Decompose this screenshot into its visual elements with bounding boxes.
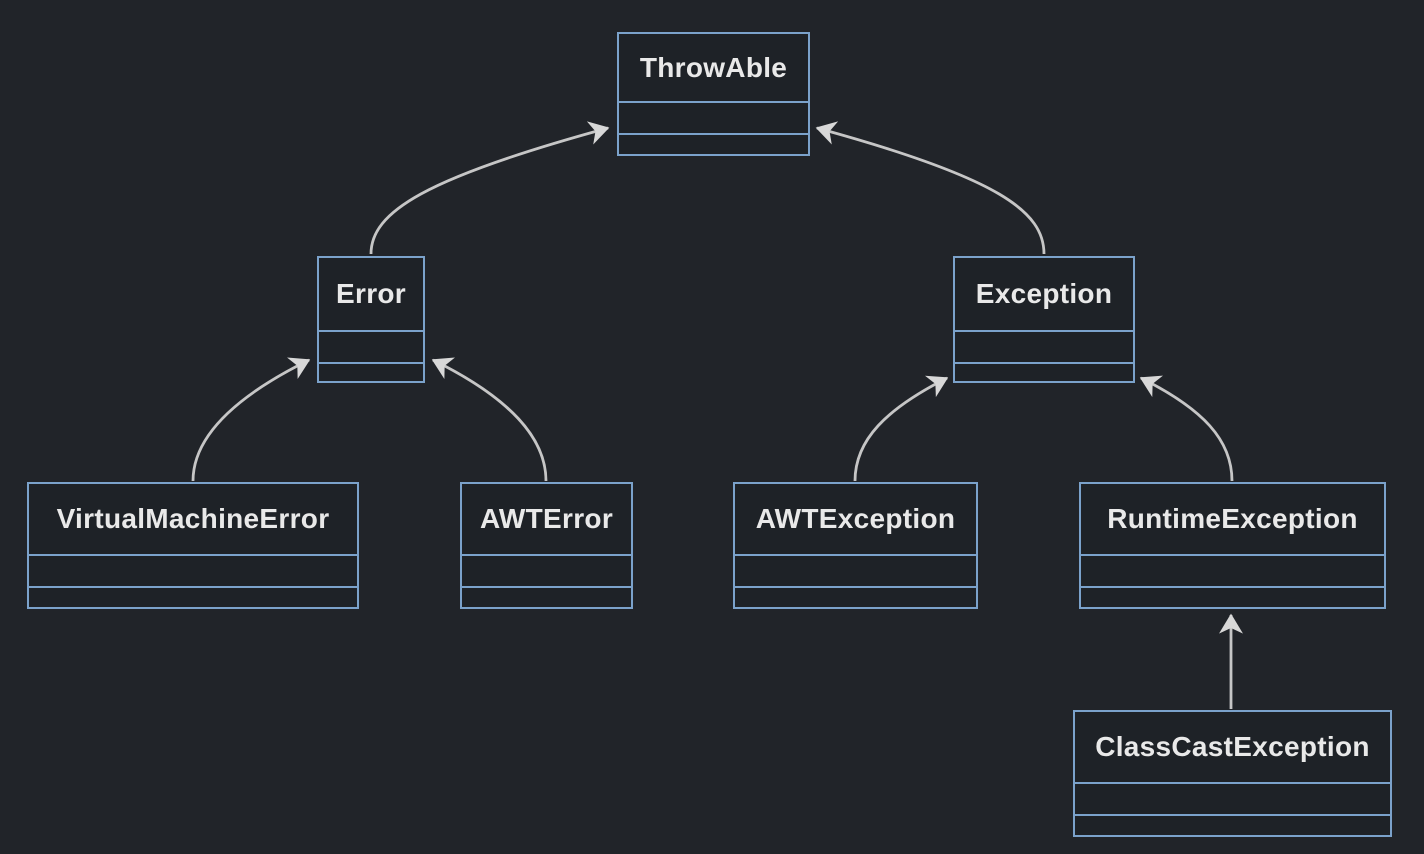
class-awtexception: AWTException	[733, 482, 978, 609]
attributes-compartment	[955, 330, 1133, 362]
methods-compartment	[462, 586, 631, 607]
attributes-compartment	[735, 554, 976, 586]
class-name-label: ThrowAble	[639, 51, 788, 83]
edge-virtualmachineerror-to-error	[191, 357, 311, 482]
class-classcastexception: ClassCastException	[1073, 710, 1392, 837]
edge-awtexception-to-exception	[853, 375, 949, 482]
class-throwable: ThrowAble	[617, 32, 810, 156]
edge-awterror-to-error	[431, 357, 548, 482]
attributes-compartment	[1075, 782, 1390, 814]
methods-compartment	[955, 362, 1133, 381]
attributes-compartment	[29, 554, 357, 586]
class-error: Error	[317, 256, 425, 383]
class-name-label: ClassCastException	[1095, 731, 1370, 762]
class-name-label: AWTException	[755, 503, 956, 534]
class-virtualmachineerror: VirtualMachineError	[27, 482, 359, 609]
methods-compartment	[1075, 814, 1390, 835]
class-name-label: VirtualMachineError	[56, 503, 330, 534]
class-awterror: AWTError	[460, 482, 633, 609]
class-runtimeexception: RuntimeException	[1079, 482, 1386, 609]
methods-compartment	[619, 133, 808, 154]
methods-compartment	[735, 586, 976, 607]
class-name-label: RuntimeException	[1107, 503, 1358, 534]
methods-compartment	[319, 362, 423, 381]
edge-error-to-throwable	[369, 121, 610, 255]
class-name-label: Exception	[975, 278, 1113, 309]
attributes-compartment	[619, 101, 808, 133]
class-exception: Exception	[953, 256, 1135, 383]
methods-compartment	[1081, 586, 1384, 607]
methods-compartment	[29, 586, 357, 607]
attributes-compartment	[462, 554, 631, 586]
attributes-compartment	[1081, 554, 1384, 586]
class-name-label: Error	[336, 278, 406, 309]
edge-exception-to-throwable	[815, 121, 1046, 255]
class-name-label: AWTError	[479, 503, 614, 534]
edge-runtimeexception-to-exception	[1139, 375, 1234, 482]
attributes-compartment	[319, 330, 423, 362]
